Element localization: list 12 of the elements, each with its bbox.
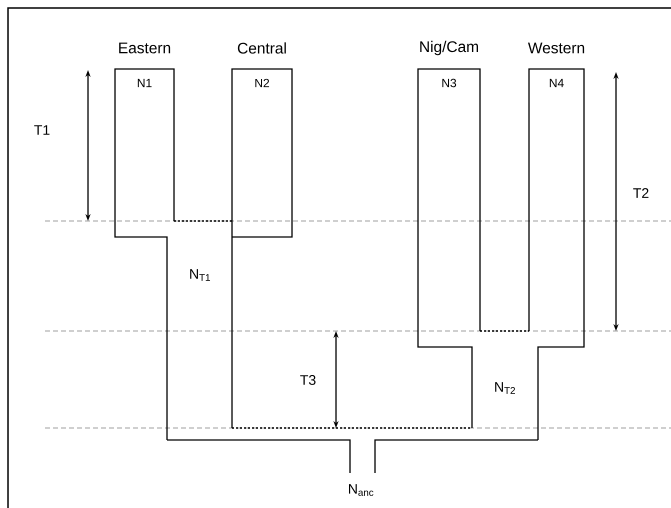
population-name: Central	[238, 42, 286, 54]
branch-box: N3	[417, 68, 481, 331]
population-name: Eastern	[119, 42, 170, 54]
ancestral-population-outline: N$_{T1}$	[114, 220, 293, 441]
population-name: Nig/Cam	[420, 40, 478, 56]
ancestral-population-outline: N$_{T2}$	[417, 330, 585, 441]
time-label: T2	[633, 188, 648, 198]
population-name: Western	[528, 42, 584, 54]
branch-box: N1	[114, 68, 175, 221]
branch-box: N4	[528, 68, 585, 331]
branch-box: N2	[231, 68, 293, 221]
time-label: T1	[34, 125, 50, 135]
